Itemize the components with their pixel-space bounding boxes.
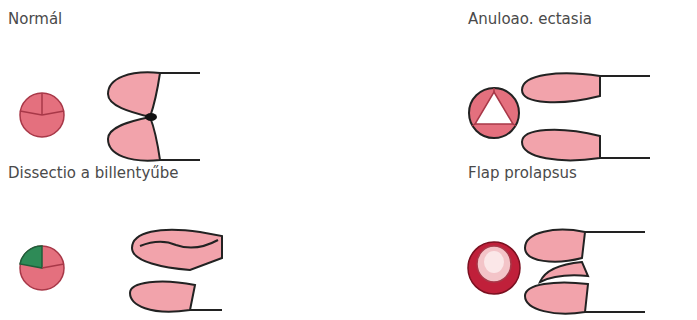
panel-label: Flap prolapsus bbox=[468, 164, 577, 182]
normal-valve-side bbox=[108, 72, 200, 160]
prolapse-valve-side bbox=[525, 230, 645, 314]
prolapse-valve-top bbox=[468, 242, 520, 294]
ectasia-valve-side bbox=[522, 73, 650, 160]
dissection-valve-side bbox=[130, 230, 222, 312]
ectasia-valve-top bbox=[469, 88, 519, 138]
normal-valve-top bbox=[20, 93, 64, 137]
panel-label: Normál bbox=[8, 10, 62, 28]
panel-label: Anuloao. ectasia bbox=[468, 10, 592, 28]
panel-label: Dissectio a billentyűbe bbox=[8, 164, 179, 182]
dissection-valve-top bbox=[20, 246, 64, 290]
